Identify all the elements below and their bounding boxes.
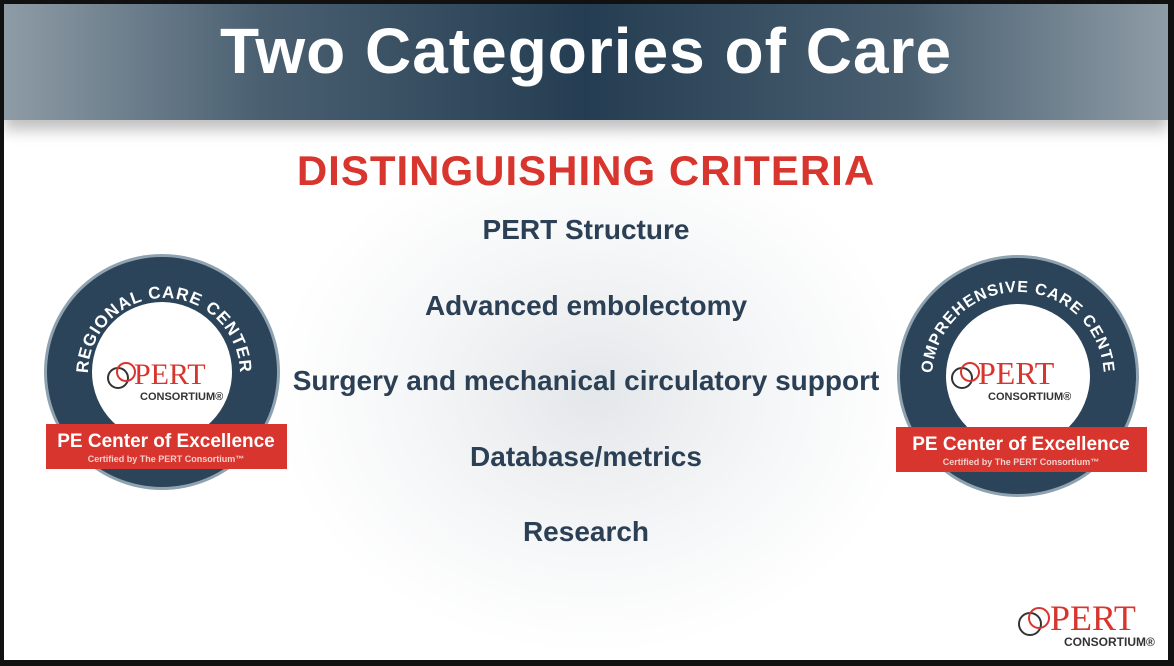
slide-subtitle: DISTINGUISHING CRITERIA: [296, 147, 876, 194]
svg-text:CONSORTIUM®: CONSORTIUM®: [1064, 635, 1155, 649]
svg-text:PERT: PERT: [1050, 598, 1136, 638]
slide: Two Categories of Care DISTINGUISHING CR…: [4, 4, 1168, 660]
criterion: Surgery and mechanical circulatory suppo…: [292, 365, 880, 396]
logo-sub: CONSORTIUM®: [988, 391, 1071, 403]
svg-text:PERT: PERT: [134, 358, 206, 391]
slide-title: Two Categories of Care: [219, 15, 953, 87]
pert-logo-icon: PERT: [951, 355, 1055, 391]
banner-subtitle: Certified by The PERT Consortium™: [88, 454, 245, 464]
criterion: Research: [522, 516, 650, 547]
criterion: PERT Structure: [482, 214, 690, 245]
regional-care-center-badge: REGIONAL CARE CENTER PERT CONSORTIUM® PE…: [44, 254, 287, 490]
banner-subtitle: Certified by The PERT Consortium™: [943, 457, 1100, 467]
banner-title: PE Center of Excellence: [912, 434, 1130, 455]
pert-consortium-logo: PERT CONSORTIUM®: [1018, 598, 1155, 649]
logo-sub: CONSORTIUM®: [140, 391, 223, 403]
banner-title: PE Center of Excellence: [57, 431, 275, 452]
pert-logo-icon: [1018, 607, 1050, 636]
criterion: Database/metrics: [470, 441, 702, 472]
svg-text:PERT: PERT: [978, 355, 1055, 391]
comprehensive-care-center-badge: COMPREHENSIVE CARE CENTER PERT CONSORTIU…: [890, 250, 1147, 497]
pert-logo-icon: PERT: [107, 358, 206, 391]
header-band: Two Categories of Care: [4, 4, 1168, 120]
criterion: Advanced embolectomy: [424, 290, 748, 321]
